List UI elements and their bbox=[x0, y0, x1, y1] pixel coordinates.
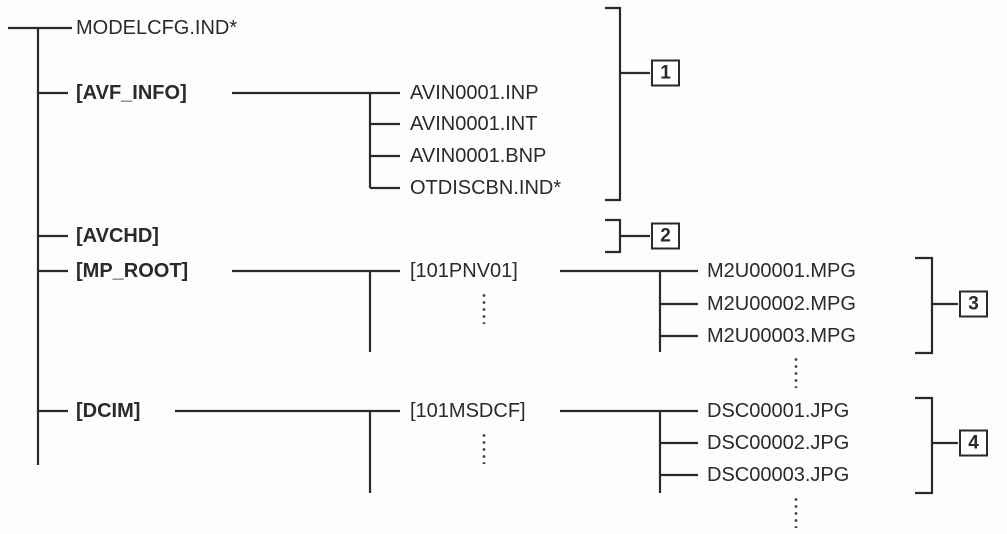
more-files-ellipsis bbox=[794, 356, 798, 388]
folder-avf-info: [AVF_INFO] bbox=[76, 82, 187, 104]
group-number-4: 4 bbox=[959, 429, 988, 457]
file-avin0001-int: AVIN0001.INT bbox=[410, 113, 538, 135]
folder-avchd: [AVCHD] bbox=[76, 225, 159, 247]
file-dsc00003-jpg: DSC00003.JPG bbox=[707, 464, 850, 486]
file-m2u00002-mpg: M2U00002.MPG bbox=[707, 293, 856, 315]
file-dsc00001-jpg: DSC00001.JPG bbox=[707, 400, 850, 422]
folder-mp-root: [MP_ROOT] bbox=[76, 260, 189, 282]
folder-dcim: [DCIM] bbox=[76, 400, 141, 422]
file-modelcfg-ind: MODELCFG.IND* bbox=[76, 17, 238, 39]
group-number-2: 2 bbox=[651, 222, 680, 250]
file-avin0001-inp: AVIN0001.INP bbox=[410, 82, 539, 104]
file-dsc00002-jpg: DSC00002.JPG bbox=[707, 432, 850, 454]
more-folders-ellipsis bbox=[482, 432, 486, 464]
more-folders-ellipsis bbox=[482, 292, 486, 324]
folder-101msdcf: [101MSDCF] bbox=[410, 400, 526, 422]
folder-101pnv01: [101PNV01] bbox=[410, 260, 518, 282]
more-files-ellipsis bbox=[794, 496, 798, 528]
file-otdiscbn-ind: OTDISCBN.IND* bbox=[410, 177, 562, 199]
group-number-3: 3 bbox=[959, 290, 988, 318]
file-m2u00003-mpg: M2U00003.MPG bbox=[707, 325, 856, 347]
file-m2u00001-mpg: M2U00001.MPG bbox=[707, 260, 856, 282]
file-avin0001-bnp: AVIN0001.BNP bbox=[410, 145, 547, 167]
group-number-1: 1 bbox=[651, 59, 680, 87]
